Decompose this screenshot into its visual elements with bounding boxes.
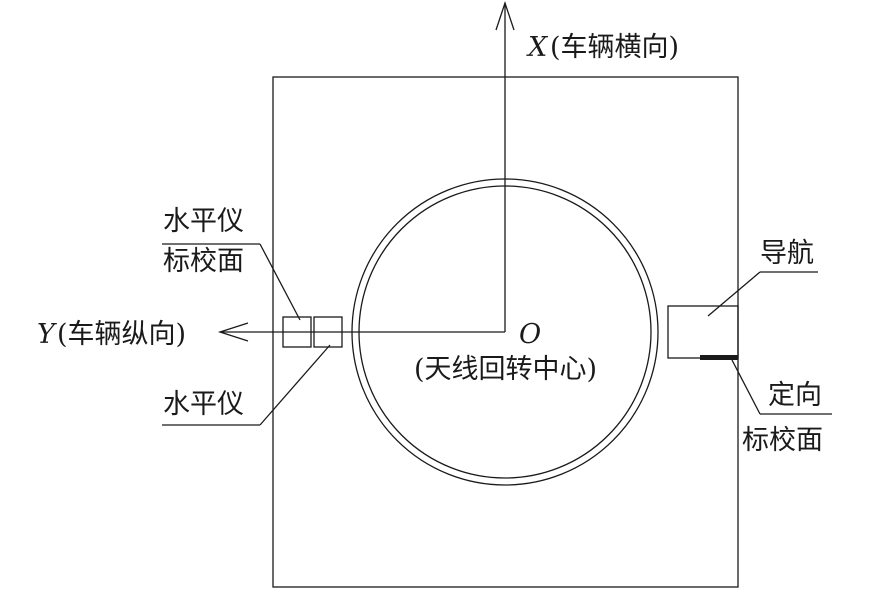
nav-leader (707, 271, 761, 317)
y-axis-arrow (217, 322, 249, 342)
orient-calib-label-line2: 标校面 (742, 425, 823, 456)
x-axis-name-label: (车辆横向) (550, 32, 679, 63)
y-axis-name-label: (车辆纵向) (57, 319, 186, 350)
x-axis-var-label: X (526, 32, 549, 63)
nav-label: 导航 (760, 238, 814, 269)
navigation-unit-box (667, 305, 739, 359)
origin-name-label: (天线回转中心) (414, 354, 597, 385)
level-calib-leader (259, 243, 301, 321)
x-axis-arrow (495, 0, 515, 31)
y-axis-var-label: Y (37, 319, 57, 350)
origin-var-label: O (519, 319, 541, 350)
orient-calib-face (700, 355, 738, 360)
level-calib-label-line2: 标校面 (163, 246, 244, 277)
level-calib-surface-box (282, 316, 312, 348)
level-calib-label-line1: 水平仪 (163, 206, 244, 237)
level-leader (259, 344, 331, 426)
level-label: 水平仪 (163, 389, 244, 420)
orient-calib-label-line1: 定向 (768, 380, 822, 411)
orient-calib-leader (731, 359, 761, 415)
